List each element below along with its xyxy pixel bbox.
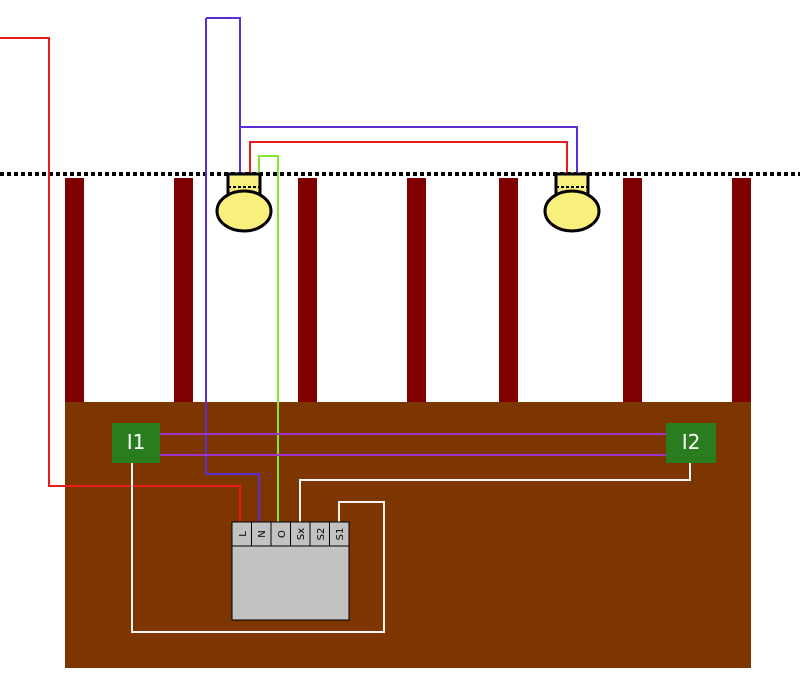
light-bulb-icon [543, 172, 601, 233]
neutral-wire-lamps [206, 17, 578, 174]
switch-leg-i1 [131, 462, 385, 633]
module-body [231, 545, 350, 621]
terminal-label-sx: Sx [296, 528, 307, 540]
light-bulb-icon [215, 172, 273, 233]
neutral-wire-feed [205, 18, 260, 522]
output-wire [258, 155, 279, 522]
switch-i2[interactable]: I2 [666, 423, 716, 463]
switch-label: I2 [682, 430, 701, 454]
wall-panel [65, 402, 751, 668]
switch-label: I1 [127, 430, 146, 454]
stud [623, 178, 642, 402]
module-dividers [251, 522, 330, 546]
stud [407, 178, 426, 402]
stud [499, 178, 518, 402]
stud [65, 178, 84, 402]
terminal-label-n: N [257, 530, 268, 537]
switch-leg-i2 [299, 462, 691, 522]
stud [732, 178, 751, 402]
terminal-label-o: O [277, 530, 288, 538]
switch-i1[interactable]: I1 [112, 423, 160, 463]
stud [174, 178, 193, 402]
relay-module: L N O Sx S2 S1 [231, 521, 350, 621]
live-wire-feed [0, 37, 241, 522]
stud [298, 178, 317, 402]
terminal-label-l: L [238, 531, 249, 537]
studs [65, 178, 751, 402]
terminal-label-s1: S1 [335, 528, 346, 541]
terminal-label-s2: S2 [316, 528, 327, 541]
live-wire-lamps [249, 141, 568, 174]
